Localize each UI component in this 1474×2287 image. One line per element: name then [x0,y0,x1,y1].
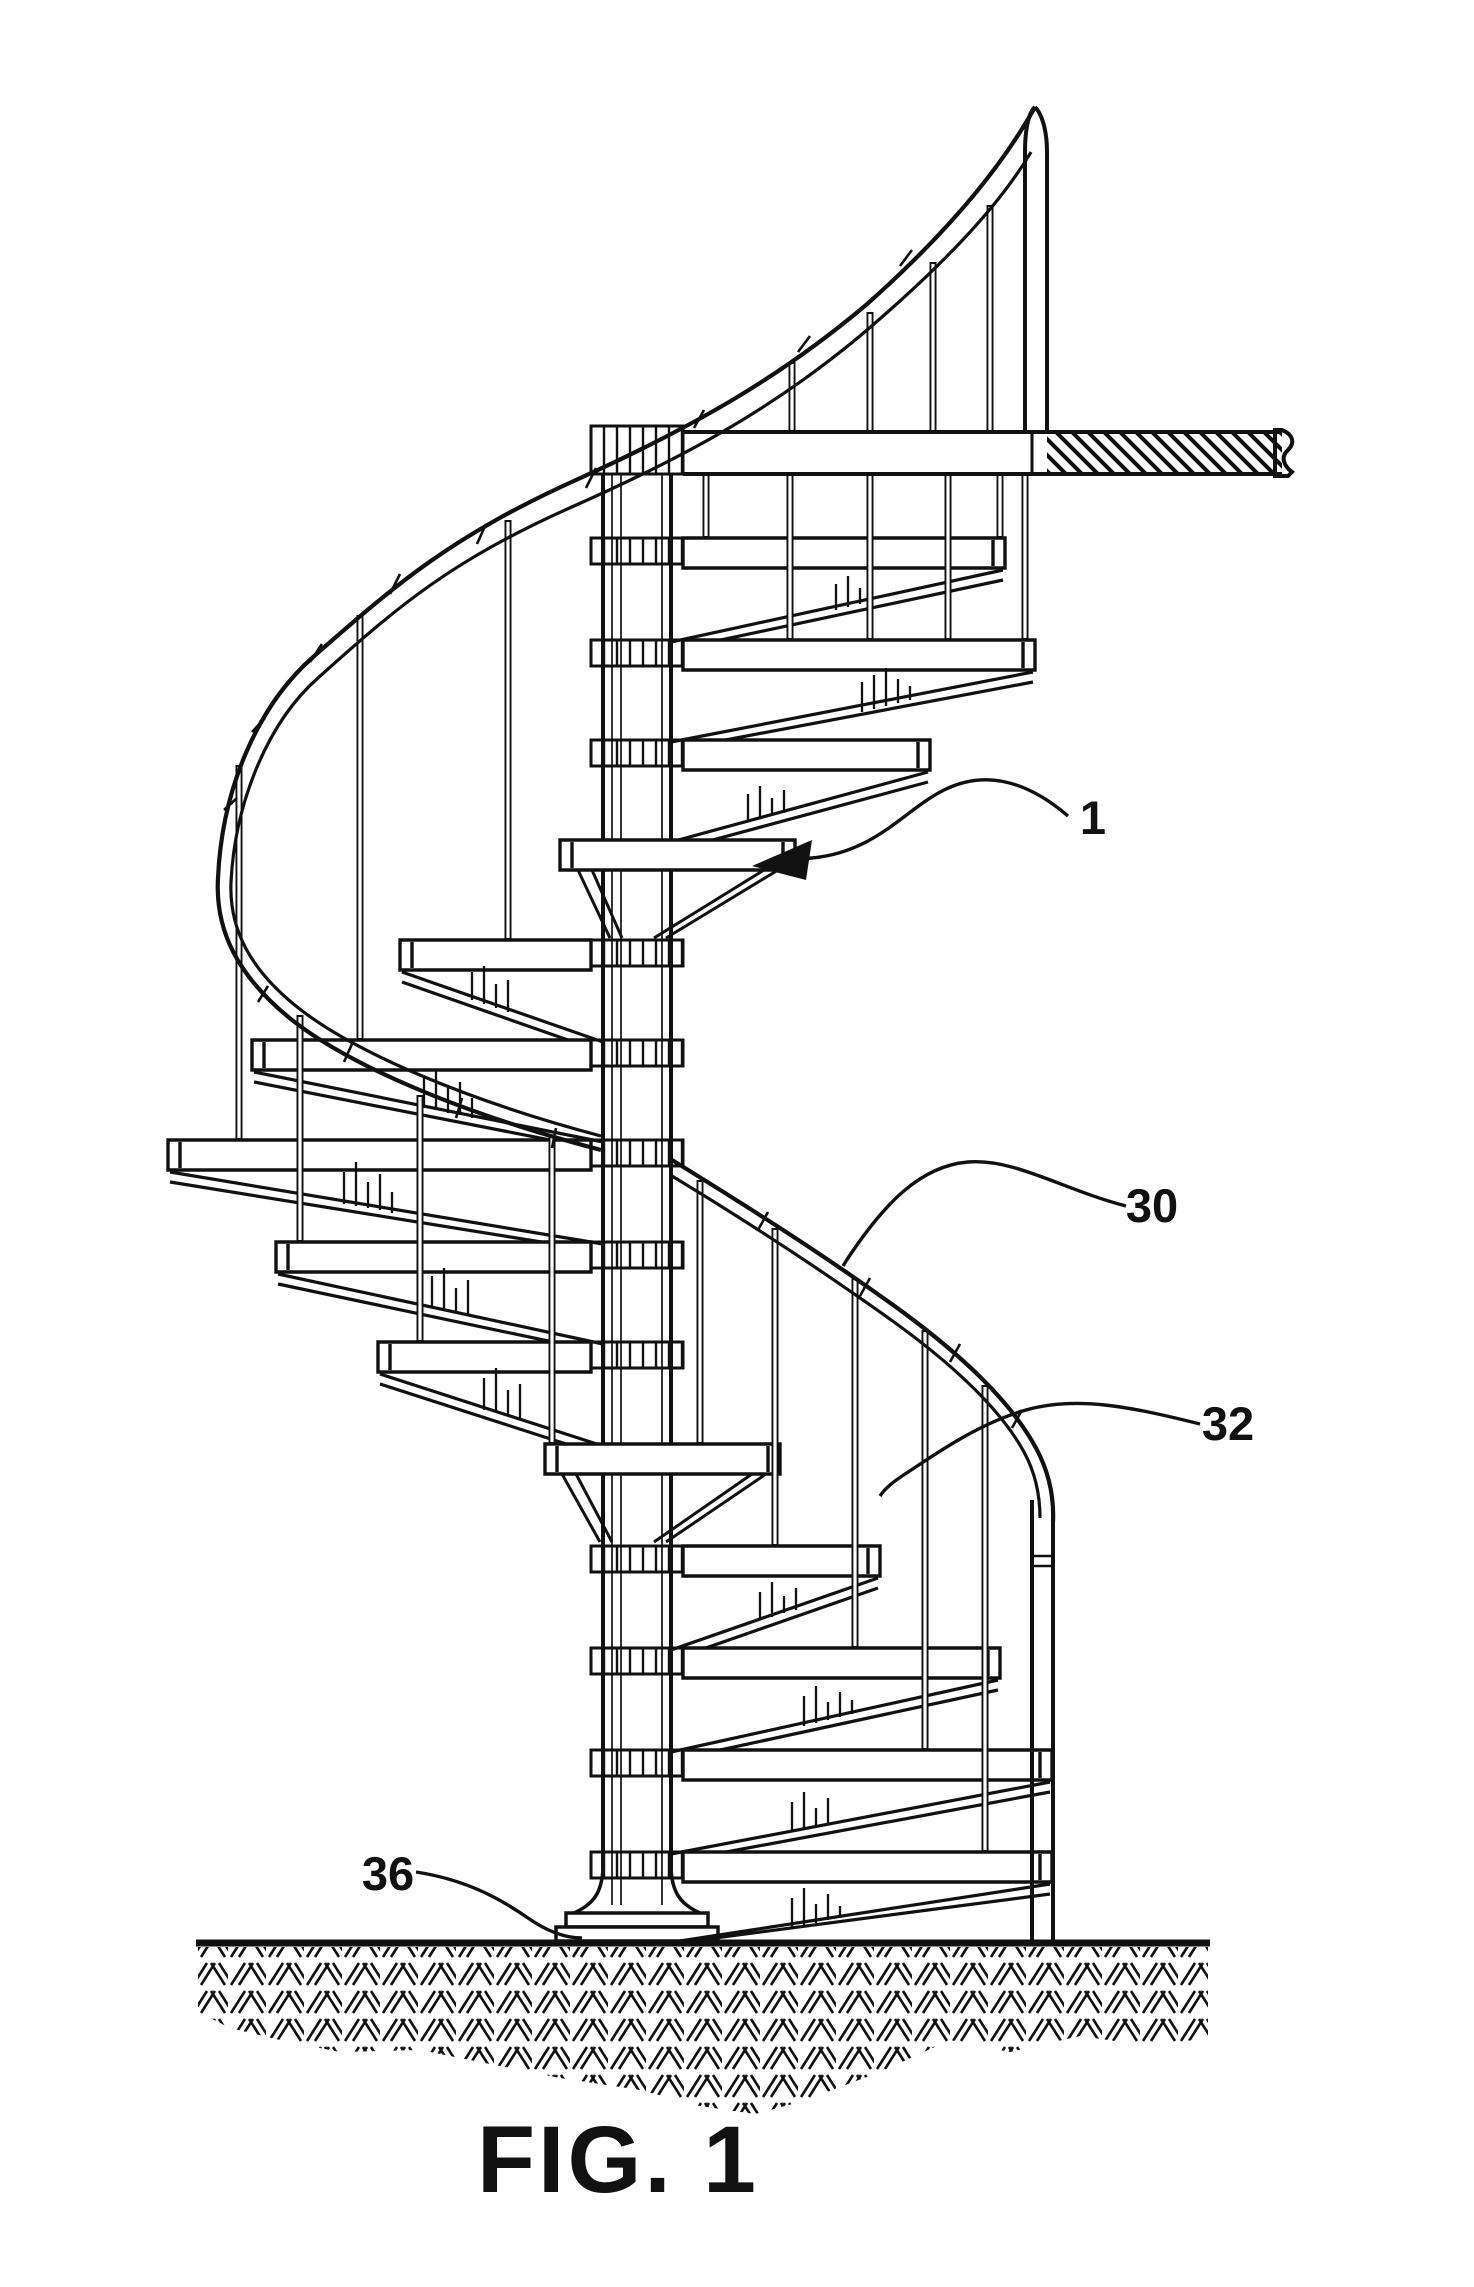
leader-1 [799,778,1070,861]
leader-36 [415,1870,583,1940]
handrail-upper [215,105,1049,1153]
tread [681,1748,1054,1782]
handrail-lower-ticks [756,1211,1024,1429]
ground [196,1939,1210,2114]
base-plate-1 [564,1911,710,1929]
tread [681,1646,1002,1680]
tread [166,1138,593,1172]
tread [376,1340,593,1374]
floor-slab-edges [683,430,1282,476]
column-inner-lines [611,474,663,1905]
handrail-lower-outer [670,1158,1056,1523]
baluster-inner-white [237,207,1027,1850]
handrail-joint-ticks [223,249,914,1149]
floor-hatched-slab [1047,432,1282,474]
ground-earth-hatch [198,1947,1208,2114]
landing-newel [1023,105,1049,432]
ground-newel-outer [1030,1500,1055,1941]
tread-end-caps [178,540,1042,1880]
ref-label-36: 36 [362,1847,414,1900]
ground-newel-joint [1032,1554,1053,1568]
center-column [589,424,685,1905]
handrail-lower-inner [671,1174,1042,1519]
handrail-lower [670,1158,1056,1941]
ref-label-30: 30 [1126,1179,1178,1232]
balusters [235,205,1029,1852]
tread-front [543,1442,782,1476]
ref-label-32: 32 [1202,1397,1254,1450]
ref-label-1: 1 [1080,791,1106,844]
column-edges [601,474,673,1870]
arrowhead-1 [752,840,812,880]
floor-broken-edge [1273,428,1296,478]
tread [681,638,1037,672]
column-base [554,1867,720,1943]
tread [274,1240,593,1274]
tread [681,1544,882,1578]
leader-32 [878,1401,1201,1497]
figure-caption: FIG. 1 [477,2107,759,2213]
column-collars [589,424,685,1880]
reference-leaders [415,778,1201,1940]
leader-30 [841,1159,1127,1267]
landing-floor [683,428,1296,478]
front-tread-gussets [560,868,779,1544]
tread-tick-marks [342,576,912,1928]
tread [681,536,1007,570]
treads [166,536,1054,1884]
tread [681,1850,1054,1884]
tread [681,738,932,772]
handrail-upper-inner [229,151,1033,1138]
tread [398,938,593,972]
handrail-upper-outer [215,105,1037,1153]
